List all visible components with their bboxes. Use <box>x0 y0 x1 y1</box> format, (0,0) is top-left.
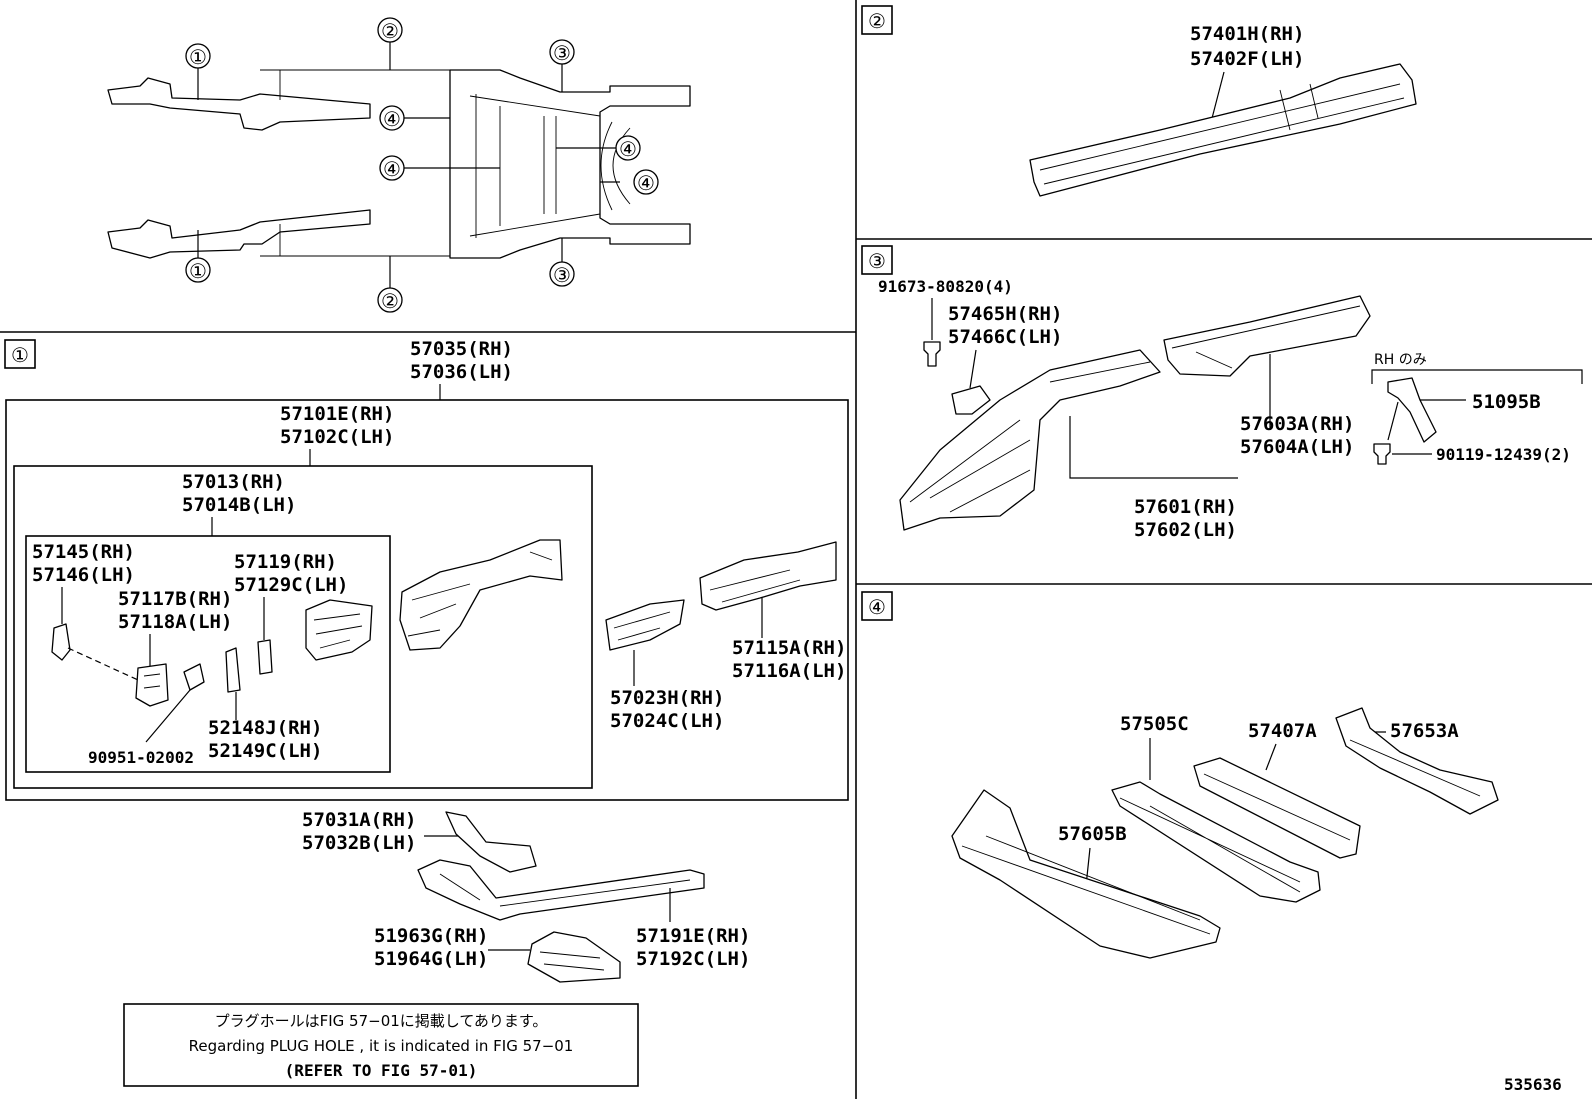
part-57117 <box>135 663 169 707</box>
label-57115: 57115A(RH) <box>732 637 846 659</box>
overview-circle-4-b: ④ <box>383 157 401 181</box>
label-57466: 57466C(LH) <box>948 326 1062 348</box>
label-57023: 57023H(RH) <box>610 687 724 709</box>
part-57119 <box>257 639 273 675</box>
part-90951 <box>183 663 205 691</box>
inner-assembly-box <box>25 535 391 773</box>
part-57605 <box>951 789 1221 959</box>
rh-only-label: RH のみ <box>1374 352 1427 368</box>
label-57117: 57117B(RH) <box>118 588 232 610</box>
section-2: ② 57401H(RH) 57402F(LH) <box>861 5 1417 197</box>
label-57013: 57013(RH) <box>182 471 285 493</box>
overview-circle-4-a: ④ <box>383 107 401 131</box>
overview-circle-2-top: ② <box>381 19 399 43</box>
label-57102: 57102C(LH) <box>280 426 394 448</box>
label-57031: 57031A(RH) <box>302 809 416 831</box>
overview-circle-3-bottom: ③ <box>553 263 571 287</box>
overview-circle-1-top: ① <box>189 45 207 69</box>
outer-assembly-box <box>5 399 849 801</box>
part-57653 <box>1335 707 1499 815</box>
label-57601: 57601(RH) <box>1134 496 1237 518</box>
label-57014: 57014B(LH) <box>182 494 296 516</box>
note-en: Regarding PLUG HOLE , it is indicated in… <box>189 1037 574 1055</box>
part-57145 <box>51 623 71 661</box>
section-2-marker: ② <box>868 9 886 33</box>
label-57119: 57119(RH) <box>234 551 337 573</box>
part-90119 <box>1373 443 1391 465</box>
overview-circle-3-top: ③ <box>553 41 571 65</box>
section-3-marker: ③ <box>868 249 886 273</box>
section-1: ① 57035(RH) 57036(LH) 57101E(RH) 57102C(… <box>4 338 849 1087</box>
label-91673: 91673-80820(4) <box>878 277 1013 296</box>
part-57401 <box>1029 63 1417 197</box>
label-90119: 90119-12439(2) <box>1436 445 1571 464</box>
part-52148 <box>225 647 241 693</box>
label-57116: 57116A(LH) <box>732 660 846 682</box>
plug-hole-note-box <box>123 1003 639 1087</box>
part-91673 <box>923 341 941 367</box>
figure-id: 535636 <box>1504 1075 1562 1094</box>
note-ref: (REFER TO FIG 57-01) <box>285 1061 478 1080</box>
label-57192: 57192C(LH) <box>636 948 750 970</box>
label-90951: 90951-02002 <box>88 748 194 767</box>
part-51963 <box>527 931 621 983</box>
label-57653: 57653A <box>1390 720 1459 742</box>
label-57129: 57129C(LH) <box>234 574 348 596</box>
section-4: ④ 57505C 57407A 57653A 57605B <box>861 591 1499 959</box>
label-57605: 57605B <box>1058 823 1127 845</box>
label-57604: 57604A(LH) <box>1240 436 1354 458</box>
mid-assembly-box <box>13 465 593 789</box>
label-57101: 57101E(RH) <box>280 403 394 425</box>
label-57145: 57145(RH) <box>32 541 135 563</box>
part-57407 <box>1193 757 1361 859</box>
label-57505: 57505C <box>1120 713 1189 735</box>
label-51095: 51095B <box>1472 391 1541 413</box>
label-57118: 57118A(LH) <box>118 611 232 633</box>
section-1-marker: ① <box>11 343 29 367</box>
part-57465 <box>951 385 991 415</box>
part-57505 <box>1111 781 1321 903</box>
section-3: ③ 91673-80820(4) 57465H(RH) 57466C(LH) 5… <box>861 245 1583 541</box>
label-57401: 57401H(RH) <box>1190 23 1304 45</box>
part-51095 <box>1387 377 1437 443</box>
part-57023 <box>605 599 685 651</box>
part-57031 <box>445 811 537 873</box>
part-57115 <box>699 541 837 611</box>
label-57465: 57465H(RH) <box>948 303 1062 325</box>
label-57602: 57602(LH) <box>1134 519 1237 541</box>
part-57191 <box>417 859 705 921</box>
section-4-marker: ④ <box>868 595 886 619</box>
note-jp: プラグホールはFIG 57−01に掲載してあります。 <box>215 1012 548 1030</box>
label-57036: 57036(LH) <box>410 361 513 383</box>
overview-circle-1-bottom: ① <box>189 259 207 283</box>
label-51964: 51964G(LH) <box>374 948 488 970</box>
overview-circle-2-bottom: ② <box>381 289 399 313</box>
label-52148: 52148J(RH) <box>208 717 322 739</box>
label-57407: 57407A <box>1248 720 1317 742</box>
overview-circle-4-c: ④ <box>619 137 637 161</box>
label-57191: 57191E(RH) <box>636 925 750 947</box>
label-51963: 51963G(RH) <box>374 925 488 947</box>
label-57402: 57402F(LH) <box>1190 48 1304 70</box>
part-57101 <box>399 539 563 651</box>
part-57603 <box>1163 295 1371 377</box>
label-52149: 52149C(LH) <box>208 740 322 762</box>
label-57035: 57035(RH) <box>410 338 513 360</box>
label-57603: 57603A(RH) <box>1240 413 1354 435</box>
label-57032: 57032B(LH) <box>302 832 416 854</box>
overview-circle-4-d: ④ <box>637 171 655 195</box>
overview-diagram: ① ① ② ② ③ ③ ④ ④ ④ ④ <box>107 17 691 313</box>
label-57024: 57024C(LH) <box>610 710 724 732</box>
label-57146-lh: 57146(LH) <box>32 564 135 586</box>
